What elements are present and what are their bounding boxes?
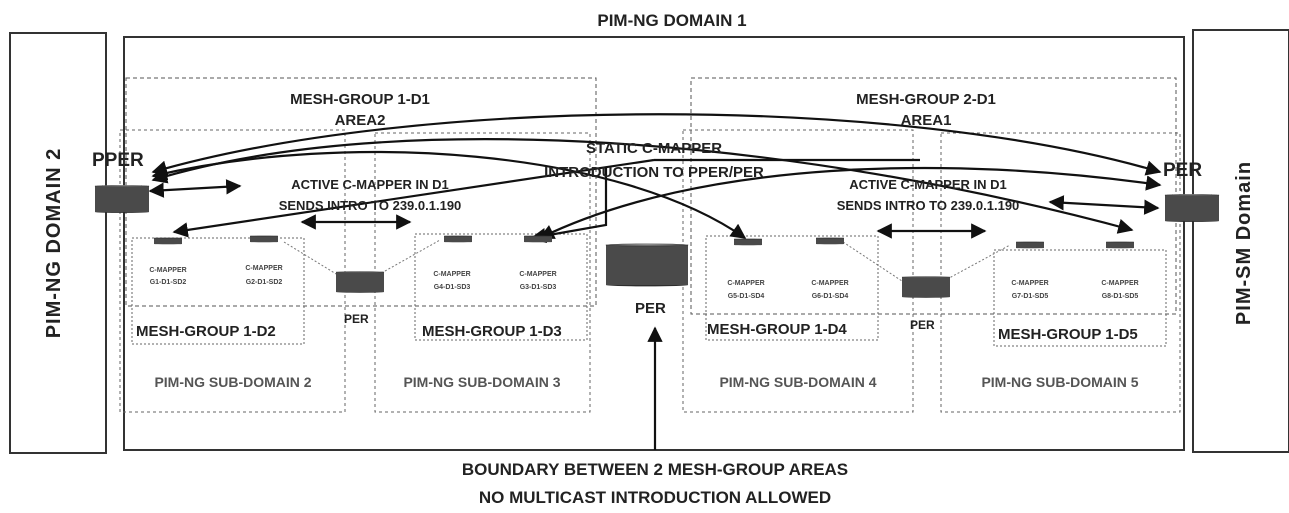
mapper-labels: C-MAPPER G1-D1-SD2 C-MAPPER G2-D1-SD2 C-… bbox=[149, 265, 1138, 300]
mapper-g4-icon bbox=[443, 235, 473, 243]
per-center-label: PER bbox=[635, 300, 666, 317]
mapper-g1-label-2: G1-D1-SD2 bbox=[150, 279, 187, 286]
static-mapper-line2: INTRODUCTION TO PPER/PER bbox=[544, 164, 764, 181]
left-domain-box bbox=[9, 32, 107, 454]
active-per-arrow bbox=[1048, 195, 1160, 215]
mesh-group-d3-label: MESH-GROUP 1-D3 bbox=[422, 323, 562, 340]
subdomain-3-label: PIM-NG SUB-DOMAIN 3 bbox=[403, 374, 560, 390]
area1-label: AREA1 bbox=[901, 112, 952, 129]
mapper-g3-icon bbox=[523, 235, 553, 243]
mesh-group-2-d1-label: MESH-GROUP 2-D1 bbox=[856, 91, 996, 108]
active-right-line1: ACTIVE C-MAPPER IN D1 bbox=[849, 177, 1006, 192]
active-right-line2: SENDS INTRO TO 239.0.1.190 bbox=[837, 198, 1020, 213]
subdomain-2-box bbox=[119, 129, 346, 413]
mapper-g6-label-1: C-MAPPER bbox=[811, 280, 848, 287]
mapper-g6-icon bbox=[815, 237, 845, 245]
mapper-g1-icon bbox=[153, 237, 183, 245]
mapper-g7-icon bbox=[1015, 241, 1045, 249]
area2-label: AREA2 bbox=[335, 112, 386, 129]
pper-per-arc-upper bbox=[151, 113, 1162, 176]
mapper-g8-label-1: C-MAPPER bbox=[1101, 280, 1138, 287]
mapper-g4-label-1: C-MAPPER bbox=[433, 271, 470, 278]
mapper-g7-label-1: C-MAPPER bbox=[1011, 280, 1048, 287]
mapper-g8-label-2: G8-D1-SD5 bbox=[1102, 293, 1139, 300]
mesh-group-1-d1-label: MESH-GROUP 1-D1 bbox=[290, 91, 430, 108]
mapper-g3-label-1: C-MAPPER bbox=[519, 271, 556, 278]
dotted-links bbox=[283, 239, 1011, 284]
boundary-caption-line2: NO MULTICAST INTRODUCTION ALLOWED bbox=[479, 488, 831, 507]
static-to-g3-arrow bbox=[530, 168, 608, 244]
mapper-g8-icon bbox=[1105, 241, 1135, 249]
mesh-group-d5-box bbox=[993, 249, 1167, 347]
active-left-line1: ACTIVE C-MAPPER IN D1 bbox=[291, 177, 448, 192]
mapper-g5-icon bbox=[733, 238, 763, 246]
subdomain-5-label: PIM-NG SUB-DOMAIN 5 bbox=[981, 374, 1138, 390]
per-d4-label: PER bbox=[910, 318, 935, 332]
per-router-center bbox=[605, 242, 689, 288]
mapper-g5-label-1: C-MAPPER bbox=[727, 280, 764, 287]
subdomain-5-box bbox=[940, 132, 1181, 413]
per-router-right bbox=[1164, 193, 1220, 223]
mapper-g7-label-2: G7-D1-SD5 bbox=[1012, 293, 1049, 300]
mapper-g2-icon bbox=[249, 235, 279, 243]
static-to-g1-arrow bbox=[172, 158, 655, 238]
mapper-g2-label-2: G2-D1-SD2 bbox=[246, 279, 283, 286]
mapper-g3-label-2: G3-D1-SD3 bbox=[520, 284, 557, 291]
pper-label: PPER bbox=[92, 150, 144, 171]
per-right-label: PER bbox=[1163, 160, 1202, 181]
intro-arrows bbox=[148, 113, 1162, 450]
per-d2-label: PER bbox=[344, 312, 369, 326]
per-router-d4 bbox=[901, 275, 951, 299]
static-mapper-line1: STATIC C-MAPPER bbox=[586, 140, 722, 157]
mapper-g4-label-2: G4-D1-SD3 bbox=[434, 284, 471, 291]
domain-title: PIM-NG DOMAIN 1 bbox=[597, 11, 746, 30]
boundary-caption-line1: BOUNDARY BETWEEN 2 MESH-GROUP AREAS bbox=[462, 460, 848, 479]
mesh-group-d4-label: MESH-GROUP 1-D4 bbox=[707, 321, 847, 338]
left-domain-label: PIM-NG DOMAIN 2 bbox=[43, 148, 65, 339]
active-left-line2: SENDS INTRO TO 239.0.1.190 bbox=[279, 198, 462, 213]
subdomain-4-label: PIM-NG SUB-DOMAIN 4 bbox=[719, 374, 876, 390]
mapper-g5-label-2: G5-D1-SD4 bbox=[728, 293, 765, 300]
per-mapper-g3-arc bbox=[538, 166, 1162, 239]
pper-router bbox=[94, 184, 150, 214]
right-domain-label: PIM-SM Domain bbox=[1233, 161, 1255, 325]
mesh-group-d5-label: MESH-GROUP 1-D5 bbox=[998, 326, 1138, 343]
mapper-g1-label-1: C-MAPPER bbox=[149, 267, 186, 274]
mesh-group-d2-label: MESH-GROUP 1-D2 bbox=[136, 323, 276, 340]
subdomain-2-label: PIM-NG SUB-DOMAIN 2 bbox=[154, 374, 311, 390]
pper-active-arrow bbox=[148, 179, 242, 198]
right-domain-box bbox=[1192, 29, 1289, 453]
mapper-g6-label-2: G6-D1-SD4 bbox=[812, 293, 849, 300]
mapper-g2-label-1: C-MAPPER bbox=[245, 265, 282, 272]
per-router-d2 bbox=[335, 270, 385, 294]
